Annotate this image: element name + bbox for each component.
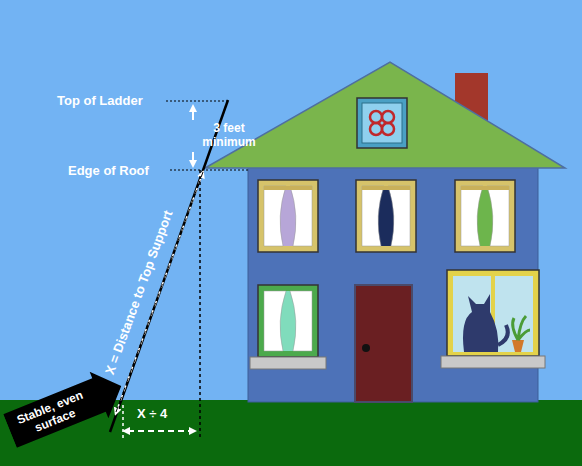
base-distance-arrow: [128, 430, 195, 432]
label: 3 feet minimum: [199, 121, 259, 149]
roof: [205, 62, 565, 168]
arrow-polygon: [1, 363, 131, 454]
window: [356, 180, 416, 252]
roof-guide: [170, 170, 248, 171]
drop-line: [199, 170, 201, 440]
down-arrow: [192, 152, 194, 166]
door: [355, 285, 412, 402]
window: [455, 180, 515, 252]
label: Edge of Roof: [68, 163, 149, 178]
window: [258, 180, 318, 252]
base-line: [122, 405, 124, 440]
window: [250, 285, 326, 369]
up-arrow: [192, 106, 194, 120]
ladder: [110, 100, 228, 432]
attic-window: [357, 98, 407, 148]
label: Top of Ladder: [57, 93, 143, 108]
cat-window: [441, 270, 545, 368]
distance-line: [116, 172, 203, 412]
label: X ÷ 4: [137, 406, 167, 421]
top-guide: [166, 101, 230, 102]
